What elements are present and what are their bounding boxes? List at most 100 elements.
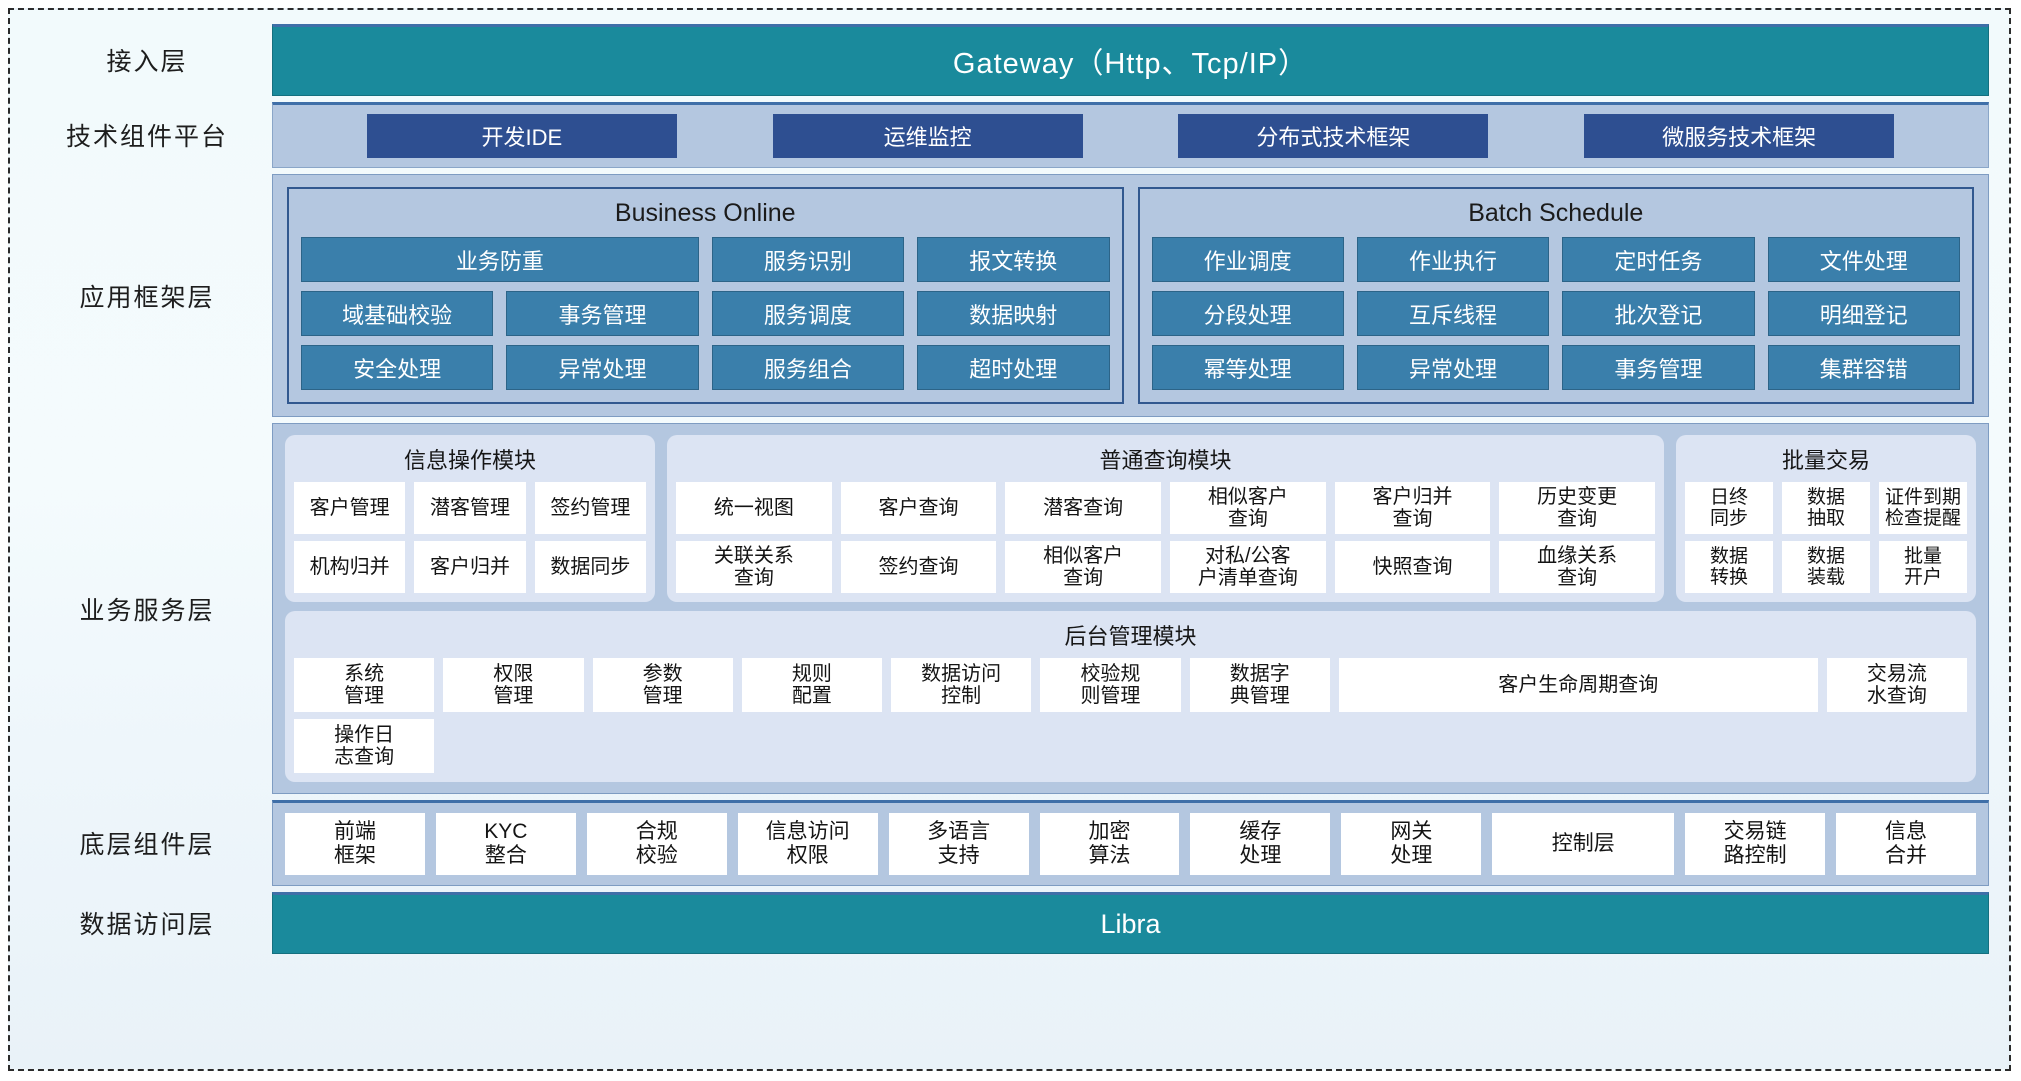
base-component-item[interactable]: 控制层 [1492,813,1675,875]
module-item[interactable]: 关联关系查询 [676,541,832,593]
module-item[interactable]: 参数管理 [592,658,733,712]
layer-body-business-service: 信息操作模块客户管理潜客管理签约管理机构归并客户归并数据同步 普通查询模块统一视图… [272,423,1989,794]
module-item[interactable]: 对私/公客户清单查询 [1170,541,1326,593]
app-framework-cell[interactable]: 服务调度 [711,291,905,336]
app-framework-cell[interactable]: 超时处理 [917,345,1110,390]
base-component-item[interactable]: 交易链路控制 [1685,813,1826,875]
app-framework-cell[interactable]: 业务防重 [301,237,699,282]
app-framework-cell[interactable]: 事务管理 [1562,345,1755,390]
app-framework-cell[interactable]: 分段处理 [1151,291,1344,336]
module-item[interactable]: 签约管理 [534,482,646,534]
base-component-item[interactable]: 信息合并 [1836,813,1976,875]
base-component-item[interactable]: 信息访问权限 [737,813,878,875]
app-framework-cell[interactable]: 报文转换 [917,237,1110,282]
module-item[interactable]: 系统管理 [294,658,435,712]
backend-admin-module: 后台管理模块系统管理权限管理参数管理规则配置数据访问控制校验规则管理数据字典管理… [285,611,1976,782]
app-framework-group-1: Business Online 业务防重服务识别报文转换域基础校验事务管理服务调度… [287,187,1124,404]
module-item[interactable]: 潜客管理 [414,482,526,534]
module-item[interactable]: 潜客查询 [1005,482,1161,534]
base-component-item[interactable]: 网关处理 [1341,813,1482,875]
app-framework-group-title: Business Online [614,199,796,227]
module-item[interactable]: 数据字典管理 [1189,658,1330,712]
module-item[interactable]: 客户查询 [840,482,997,534]
module-item[interactable]: 统一视图 [676,482,832,534]
layer-row-business-service: 业务服务层 信息操作模块客户管理潜客管理签约管理机构归并客户归并数据同步 普通查询… [22,423,1989,794]
base-component-item[interactable]: 合规校验 [586,813,727,875]
app-framework-cell[interactable]: 安全处理 [301,345,494,390]
module-item[interactable]: 签约查询 [840,541,997,593]
module-item[interactable]: 权限管理 [443,658,584,712]
module-item[interactable]: 操作日志查询 [294,719,435,773]
module-item[interactable]: 数据抽取 [1782,482,1870,534]
module-item[interactable]: 客户管理 [294,482,406,534]
layer-body-data-access: Libra [272,892,1989,954]
module-item[interactable]: 历史变更查询 [1499,482,1655,534]
tech-chip-3[interactable]: 分布式技术框架 [1178,114,1489,158]
module-item[interactable]: 数据访问控制 [891,658,1032,712]
tech-chip-2[interactable]: 运维监控 [772,114,1083,158]
app-framework-group-2: Batch Schedule 作业调度作业执行定时任务文件处理分段处理互斥线程批次… [1137,187,1974,404]
base-component-item[interactable]: 多语言支持 [888,813,1029,875]
base-component-item[interactable]: 加密算法 [1039,813,1180,875]
tech-chip-4[interactable]: 微服务技术框架 [1584,114,1895,158]
app-framework-cell[interactable]: 异常处理 [1356,345,1550,390]
base-component-item[interactable]: 前端框架 [285,813,425,875]
app-framework-cell[interactable]: 服务组合 [711,345,905,390]
module-item[interactable]: 批量开户 [1879,541,1967,593]
app-framework-cell[interactable]: 事务管理 [506,291,699,336]
app-framework-cell[interactable]: 批次登记 [1562,291,1755,336]
module-item[interactable]: 客户生命周期查询 [1338,658,1818,712]
module-item[interactable]: 证件到期检查提醒 [1879,482,1967,534]
module-item[interactable]: 日终同步 [1685,482,1773,534]
app-framework-cell[interactable]: 异常处理 [506,345,699,390]
module-item[interactable]: 数据装载 [1782,541,1870,593]
app-framework-group-title: Batch Schedule [1468,199,1644,227]
app-framework-cell[interactable]: 明细登记 [1767,291,1960,336]
layer-row-tech-platform: 技术组件平台 开发IDE 运维监控 分布式技术框架 微服务技术框架 [22,102,1989,168]
gateway-banner[interactable]: Gateway（Http、Tcp/IP） [272,24,1989,96]
module-title: 信息操作模块 [403,448,536,473]
base-component-item[interactable]: 缓存处理 [1190,813,1331,875]
module-title: 普通查询模块 [1099,448,1232,473]
app-framework-cell[interactable]: 定时任务 [1562,237,1755,282]
module-item[interactable]: 数据转换 [1685,541,1773,593]
layer-label-data-access: 数据访问层 [79,910,215,939]
layer-row-access: 接入层 Gateway（Http、Tcp/IP） [22,24,1989,96]
app-framework-cell[interactable]: 服务识别 [711,237,905,282]
app-framework-cell[interactable]: 文件处理 [1767,237,1960,282]
business-modules-row: 信息操作模块客户管理潜客管理签约管理机构归并客户归并数据同步 普通查询模块统一视图… [285,435,1976,602]
module-item[interactable]: 血缘关系查询 [1499,541,1655,593]
module-item[interactable]: 校验规则管理 [1040,658,1181,712]
module-item[interactable]: 规则配置 [741,658,883,712]
module-item[interactable]: 客户归并查询 [1334,482,1491,534]
app-framework-cell[interactable]: 数据映射 [917,291,1110,336]
app-framework-cell[interactable]: 集群容错 [1767,345,1960,390]
libra-banner[interactable]: Libra [272,892,1989,954]
module-title: 后台管理模块 [1064,624,1197,649]
module-item[interactable]: 相似客户查询 [1005,541,1161,593]
module-item[interactable]: 客户归并 [414,541,526,593]
module-item[interactable]: 相似客户查询 [1170,482,1326,534]
module-item-grid: 客户管理潜客管理签约管理机构归并客户归并数据同步 [294,482,646,593]
module-item[interactable]: 快照查询 [1334,541,1491,593]
app-framework-cell[interactable]: 作业调度 [1151,237,1344,282]
app-framework-cell[interactable]: 互斥线程 [1356,291,1550,336]
layer-label-business-service: 业务服务层 [79,595,215,625]
batch-transaction-module: 批量交易日终同步数据抽取证件到期检查提醒数据转换数据装载批量开户 [1676,435,1976,602]
layer-label-tech-platform: 技术组件平台 [65,122,228,151]
module-item[interactable]: 数据同步 [534,541,646,593]
app-framework-cell-grid: 作业调度作业执行定时任务文件处理分段处理互斥线程批次登记明细登记幂等处理异常处理… [1151,237,1960,390]
module-item[interactable]: 交易流水查询 [1826,658,1967,712]
layer-row-data-access: 数据访问层 Libra [22,892,1989,954]
app-framework-cell[interactable]: 作业执行 [1356,237,1550,282]
app-framework-cell[interactable]: 幂等处理 [1151,345,1344,390]
module-item-grid: 日终同步数据抽取证件到期检查提醒数据转换数据装载批量开户 [1685,482,1967,593]
tech-chip-1[interactable]: 开发IDE [366,114,677,158]
layers-container: 接入层 Gateway（Http、Tcp/IP） 技术组件平台 开发IDE 运维监… [12,12,2007,1067]
app-framework-cell[interactable]: 域基础校验 [301,291,494,336]
common-query-module: 普通查询模块统一视图客户查询潜客查询相似客户查询客户归并查询历史变更查询关联关系… [667,435,1664,602]
module-item[interactable]: 机构归并 [294,541,406,593]
